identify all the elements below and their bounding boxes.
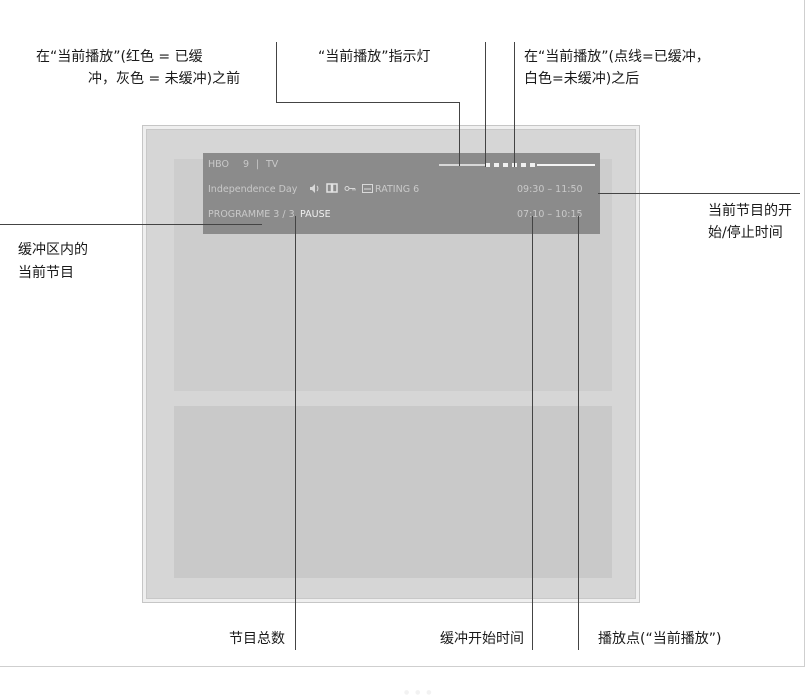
leader-indicator <box>485 42 486 167</box>
leader-buffer-programme <box>0 224 262 225</box>
callout-after-current-1: 在“当前播放”(点线=已缓冲， <box>524 49 710 65</box>
channel-separator: | <box>256 159 260 170</box>
figure-border <box>0 0 805 667</box>
leader-before-horizontal <box>276 102 459 103</box>
callout-total-programmes: 节目总数 <box>229 631 285 647</box>
buffer-after-dotted-bar <box>485 163 537 167</box>
leader-play-point <box>578 216 579 650</box>
screen-dots: ● ● ● <box>404 689 434 696</box>
callout-programme-time-1: 当前节目的开 <box>708 203 792 219</box>
osd-info-bar: HBO 9 | TV Independence Day RATING 6 09:… <box>203 153 600 234</box>
callout-buffer-programme-2: 当前节目 <box>18 265 74 281</box>
source-label: TV <box>266 159 279 170</box>
programme-title: Independence Day <box>208 184 298 195</box>
callout-after-current-2: 白色=未缓冲)之后 <box>524 71 640 87</box>
leader-before-drop <box>459 102 460 166</box>
key-icon <box>344 183 356 197</box>
callout-current-indicator: “当前播放”指示灯 <box>318 49 431 65</box>
screen-panel-lower <box>174 406 612 578</box>
unbuffered-bar <box>537 164 595 166</box>
leader-before-vertical <box>276 42 277 102</box>
buffer-before-bar <box>439 164 485 166</box>
channel-number: 9 <box>243 159 250 170</box>
callout-programme-time-2: 始/停止时间 <box>708 225 783 241</box>
speaker-icon <box>309 183 320 197</box>
programme-count: PROGRAMME 3 / 3 <box>208 209 295 220</box>
callout-before-current-2: 冲，灰色 = 未缓冲)之前 <box>88 71 241 87</box>
callout-before-current-1: 在“当前播放”(红色 = 已缓 <box>36 49 203 65</box>
leader-buffer-start <box>532 216 533 650</box>
callout-play-point: 播放点(“当前播放”) <box>598 631 722 647</box>
channel-name: HBO <box>208 159 229 170</box>
callout-buffer-programme-1: 缓冲区内的 <box>18 242 88 258</box>
leader-programme-time <box>598 193 800 194</box>
buffer-time: 07:10 – 10:15 <box>517 209 583 220</box>
leader-total-programmes <box>295 216 296 650</box>
programme-time: 09:30 – 11:50 <box>517 184 583 195</box>
book-icon <box>326 183 338 197</box>
callout-buffer-start: 缓冲开始时间 <box>440 631 524 647</box>
rating-label: RATING 6 <box>375 184 420 195</box>
leader-after <box>514 42 515 167</box>
subtitle-icon <box>362 183 373 197</box>
pause-status: PAUSE <box>300 209 331 220</box>
